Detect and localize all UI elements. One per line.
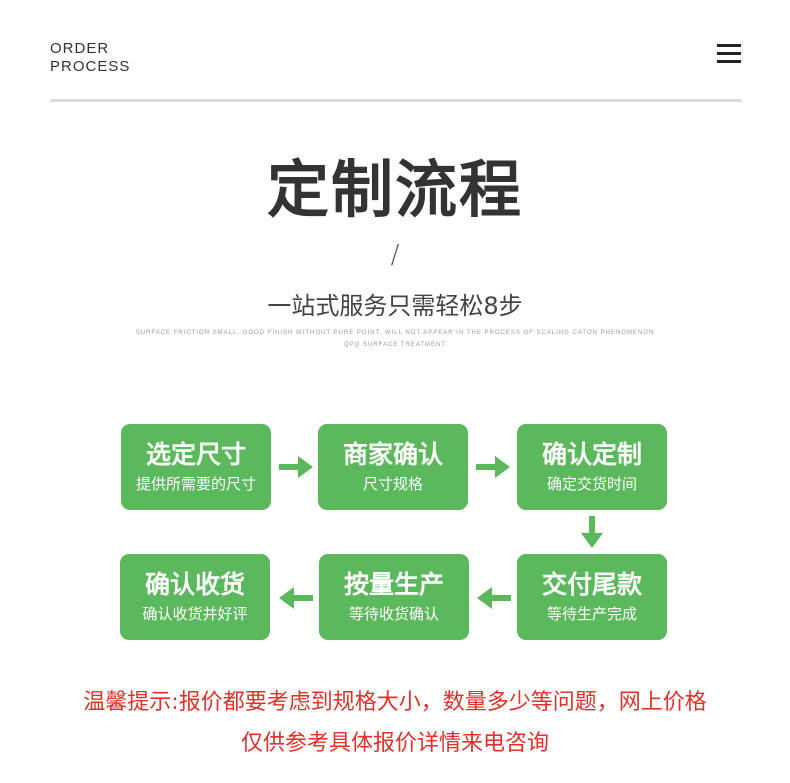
page-title: 定制流程 (266, 153, 523, 226)
arrow-left-icon (279, 587, 313, 609)
header-label-line2: PROCESS (50, 58, 131, 75)
page-subtitle: 一站式服务只需轻松8步 (267, 292, 523, 320)
step-title: 商家确认 (342, 440, 443, 469)
step-title: 确认定制 (541, 440, 642, 469)
step-confirm-customization[interactable]: 确认定制 确定交货时间 (517, 424, 667, 510)
step-merchant-confirm[interactable]: 商家确认 尺寸规格 (318, 424, 468, 510)
header-divider (50, 99, 742, 102)
step-desc: 确定交货时间 (546, 475, 637, 493)
step-desc: 等待收货确认 (348, 605, 439, 623)
step-production[interactable]: 按量生产 等待收货确认 (319, 554, 469, 640)
notice-line1: 温馨提示:报价都要考虑到规格大小，数量多少等问题，网上价格 (83, 690, 707, 715)
fine-print-line2: QPQ SURFACE TREATMENT (343, 342, 447, 348)
arrow-left-icon (477, 587, 511, 609)
arrow-right-icon (279, 456, 313, 478)
title-separator: / (390, 240, 400, 270)
step-title: 交付尾款 (541, 570, 642, 599)
step-select-size[interactable]: 选定尺寸 提供所需要的尺寸 (121, 424, 271, 510)
hamburger-menu-icon[interactable] (716, 43, 742, 65)
step-desc: 确认收货并好评 (142, 605, 248, 623)
step-desc: 等待生产完成 (546, 605, 637, 623)
step-title: 按量生产 (343, 570, 444, 599)
step-desc: 尺寸规格 (362, 475, 423, 493)
step-title: 确认收货 (144, 570, 245, 599)
arrow-down-icon (581, 516, 603, 548)
notice-line2: 仅供参考具体报价详情来电咨询 (240, 731, 549, 756)
step-final-payment[interactable]: 交付尾款 等待生产完成 (517, 554, 667, 640)
fine-print-line1: SURFACE FRICTION SMALL, GOOD FINISH WITH… (135, 330, 655, 336)
header-label-line1: ORDER (50, 40, 110, 57)
step-confirm-receipt[interactable]: 确认收货 确认收货并好评 (120, 554, 270, 640)
step-title: 选定尺寸 (145, 440, 246, 469)
order-process-label: ORDER PROCESS (50, 40, 130, 76)
step-desc: 提供所需要的尺寸 (135, 475, 256, 493)
arrow-right-icon (476, 456, 510, 478)
